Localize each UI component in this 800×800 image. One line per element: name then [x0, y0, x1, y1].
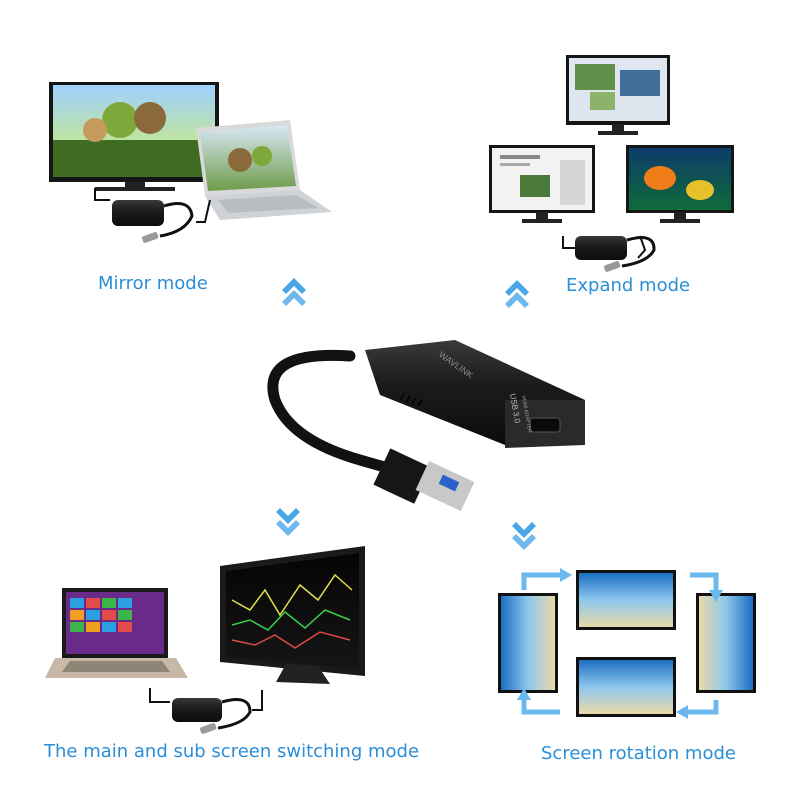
chevron-down-icon [512, 522, 536, 550]
switching-adapter [149, 688, 263, 734]
mirror-adapter [94, 188, 211, 243]
chevron-down-icon [276, 508, 300, 536]
expand-mode-label: Expand mode [566, 275, 691, 296]
expand-monitor-right [626, 145, 734, 223]
expand-monitor-left [489, 145, 595, 223]
rotation-arrowheads [517, 568, 723, 719]
switching-mode-label: The main and sub screen switching mode [44, 741, 420, 762]
switching-laptop [45, 588, 188, 678]
switching-monitor [220, 546, 365, 684]
expand-adapter [562, 235, 656, 272]
mirror-mode-label: Mirror mode [98, 273, 208, 294]
rotation-screen-left [498, 593, 558, 693]
rotation-screen-right [696, 593, 756, 693]
rotation-arrow-icon [521, 572, 719, 715]
usb-hdmi-adapter [267, 340, 585, 512]
rotation-screen-bottom [576, 657, 676, 717]
mirror-tv [49, 82, 219, 191]
chevron-up-icon [505, 280, 529, 308]
rotation-screen-top [576, 570, 676, 630]
mirror-laptop [196, 120, 332, 220]
expand-monitor-top [566, 55, 670, 135]
chevron-up-icon [282, 278, 306, 306]
rotation-mode-label: Screen rotation mode [541, 743, 736, 764]
